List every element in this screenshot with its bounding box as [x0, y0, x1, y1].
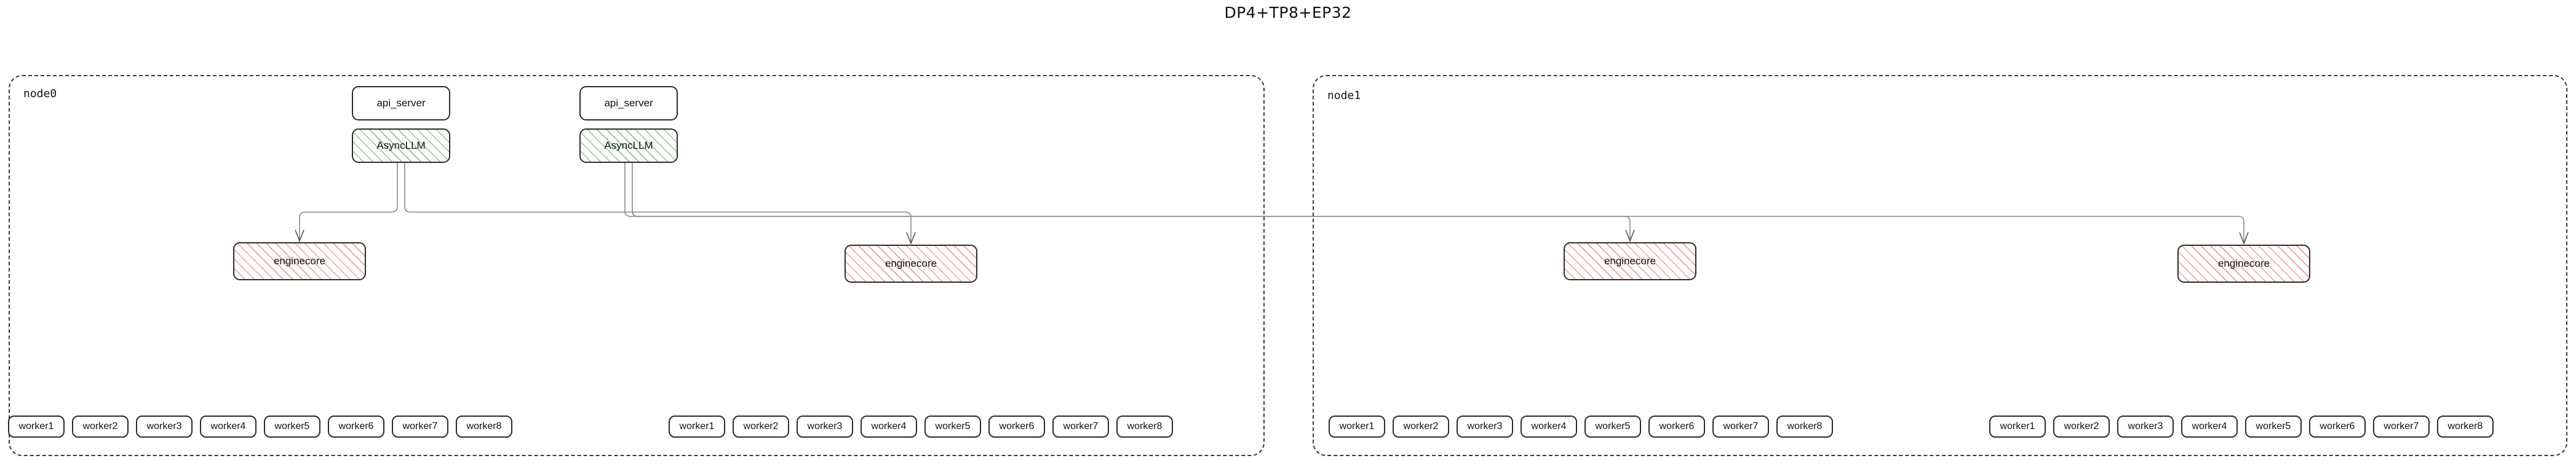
worker-box[interactable]: worker3: [2117, 416, 2174, 438]
worker-box[interactable]: worker6: [1648, 416, 1705, 438]
worker-box[interactable]: worker4: [2181, 416, 2238, 438]
worker-label: worker7: [1723, 421, 1759, 432]
worker-box[interactable]: worker5: [1584, 416, 1641, 438]
worker-label: worker5: [2256, 421, 2291, 432]
box-enginecore_1[interactable]: enginecore: [845, 245, 977, 283]
worker-label: worker6: [999, 421, 1035, 432]
worker-box[interactable]: worker3: [797, 416, 853, 438]
worker-label: worker2: [1403, 421, 1439, 432]
box-enginecore_3[interactable]: enginecore: [2177, 245, 2310, 283]
box-label-api_server_1: api_server: [604, 97, 653, 109]
worker-label: worker2: [82, 421, 118, 432]
worker-box[interactable]: worker6: [328, 416, 384, 438]
worker-box[interactable]: worker8: [2437, 416, 2494, 438]
box-enginecore_2[interactable]: enginecore: [1564, 242, 1696, 280]
worker-label: worker7: [1063, 421, 1099, 432]
box-label-asyncllm_0: AsyncLLM: [376, 140, 426, 151]
worker-label: worker2: [743, 421, 779, 432]
worker-box[interactable]: worker4: [200, 416, 256, 438]
worker-label: worker4: [2192, 421, 2227, 432]
worker-box[interactable]: worker8: [1776, 416, 1833, 438]
worker-box[interactable]: worker2: [72, 416, 129, 438]
worker-label: worker5: [935, 421, 971, 432]
box-asyncllm_1[interactable]: AsyncLLM: [579, 128, 678, 163]
worker-label: worker1: [679, 421, 715, 432]
worker-label: worker4: [1531, 421, 1567, 432]
box-label-asyncllm_1: AsyncLLM: [604, 140, 653, 151]
worker-box[interactable]: worker1: [1989, 416, 2046, 438]
worker-box[interactable]: worker7: [392, 416, 448, 438]
worker-label: worker4: [871, 421, 907, 432]
worker-box[interactable]: worker7: [1712, 416, 1769, 438]
worker-box[interactable]: worker2: [1393, 416, 1449, 438]
page-title: DP4+TP8+EP32: [1224, 4, 1352, 22]
worker-box[interactable]: worker1: [8, 416, 65, 438]
worker-label: worker1: [18, 421, 54, 432]
worker-label: worker8: [1787, 421, 1823, 432]
worker-box[interactable]: worker7: [2373, 416, 2430, 438]
worker-label: worker6: [2320, 421, 2355, 432]
box-api_server_1[interactable]: api_server: [579, 86, 678, 120]
worker-label: worker6: [1659, 421, 1695, 432]
worker-label: worker4: [210, 421, 246, 432]
worker-box[interactable]: worker3: [1457, 416, 1513, 438]
worker-box[interactable]: worker1: [1329, 416, 1385, 438]
worker-label: worker5: [274, 421, 310, 432]
worker-box[interactable]: worker2: [733, 416, 789, 438]
worker-label: worker3: [146, 421, 182, 432]
worker-label: worker8: [1127, 421, 1163, 432]
node-cluster-node1: [1313, 75, 2567, 456]
box-enginecore_0[interactable]: enginecore: [233, 242, 366, 280]
worker-box[interactable]: worker4: [1521, 416, 1577, 438]
worker-box[interactable]: worker8: [1116, 416, 1173, 438]
worker-box[interactable]: worker3: [136, 416, 193, 438]
worker-label: worker3: [1467, 421, 1503, 432]
worker-box[interactable]: worker5: [264, 416, 320, 438]
box-label-api_server_0: api_server: [376, 97, 426, 109]
worker-label: worker1: [1339, 421, 1375, 432]
worker-label: worker1: [2000, 421, 2035, 432]
worker-label: worker2: [2064, 421, 2099, 432]
node-cluster-label-node0: node0: [23, 87, 57, 100]
box-asyncllm_0[interactable]: AsyncLLM: [352, 128, 450, 163]
node-cluster-node0: [9, 75, 1265, 456]
worker-label: worker5: [1595, 421, 1631, 432]
worker-box[interactable]: worker7: [1052, 416, 1109, 438]
worker-label: worker7: [402, 421, 438, 432]
worker-label: worker8: [466, 421, 502, 432]
worker-box[interactable]: worker2: [2053, 416, 2110, 438]
box-label-enginecore_2: enginecore: [1604, 255, 1656, 267]
worker-box[interactable]: worker6: [2309, 416, 2366, 438]
worker-label: worker6: [338, 421, 374, 432]
node-cluster-label-node1: node1: [1327, 89, 1361, 102]
box-label-enginecore_1: enginecore: [885, 258, 937, 269]
box-api_server_0[interactable]: api_server: [352, 86, 450, 120]
worker-label: worker3: [2128, 421, 2163, 432]
worker-box[interactable]: worker8: [456, 416, 512, 438]
worker-label: worker7: [2383, 421, 2419, 432]
worker-box[interactable]: worker1: [669, 416, 725, 438]
worker-box[interactable]: worker6: [988, 416, 1045, 438]
worker-label: worker8: [2447, 421, 2483, 432]
worker-label: worker3: [807, 421, 843, 432]
box-label-enginecore_0: enginecore: [273, 255, 326, 267]
worker-box[interactable]: worker4: [861, 416, 917, 438]
box-label-enginecore_3: enginecore: [2217, 258, 2270, 269]
worker-box[interactable]: worker5: [2245, 416, 2302, 438]
worker-box[interactable]: worker5: [924, 416, 981, 438]
